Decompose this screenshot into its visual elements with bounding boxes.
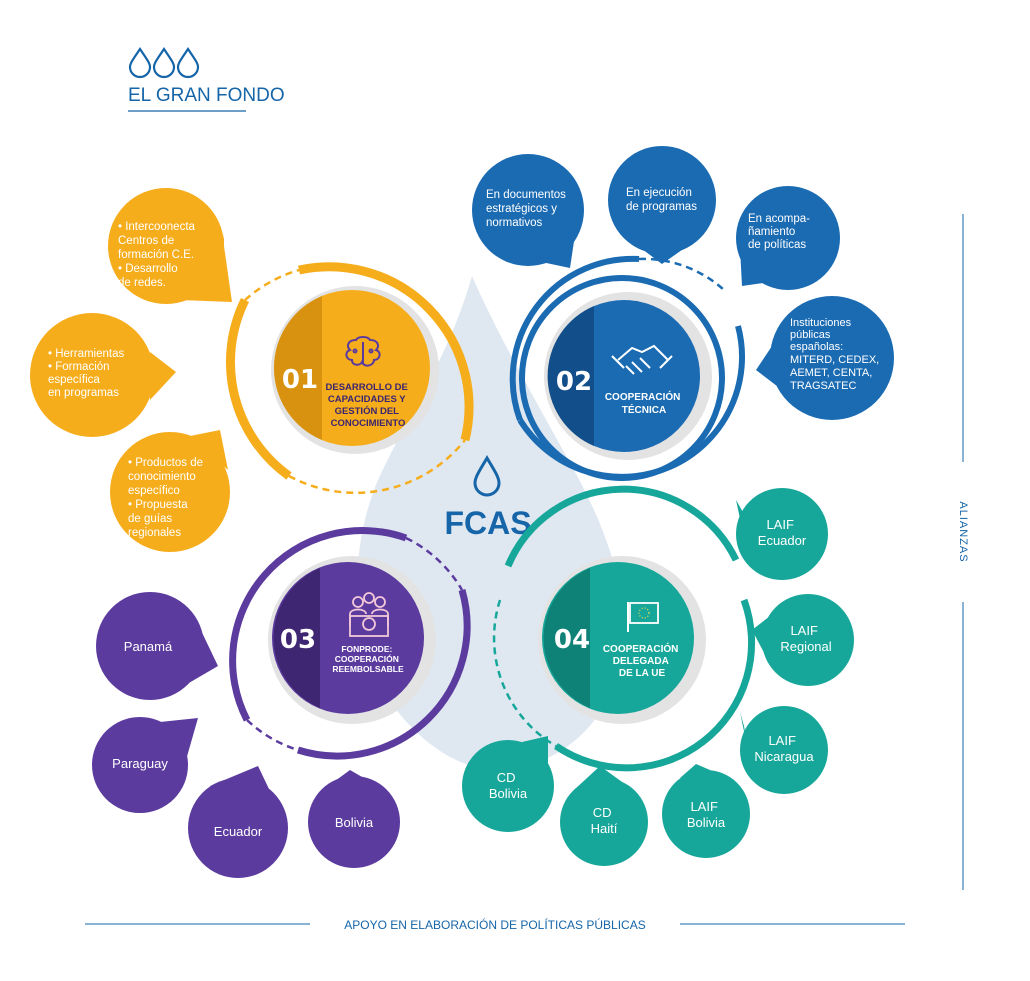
people-euro-icon: [349, 592, 389, 637]
footer-label: APOYO EN ELABORACIÓN DE POLÍTICAS PÚBLIC…: [344, 917, 645, 932]
teal-drop-1: LAIF Ecuador: [736, 488, 828, 580]
purple-drop-2: Paraguay: [92, 717, 198, 813]
pillar-04: 04 COOPERACIÓN DELEGADA DE LA UE: [492, 485, 756, 772]
svg-text:• Intercoonecta Centro: • Intercoonecta Centros de formación C.E…: [118, 221, 198, 289]
orange-drop-3: • Productos de conocimiento específico •…: [110, 430, 230, 552]
orange-drop-1: • Intercoonecta Centros de formación C.E…: [107, 188, 232, 304]
pillar-03-number: 03: [280, 625, 316, 655]
pillar-03: 03 FONPRODE: COOPERACIÓN REEMBOLSABLE: [229, 527, 471, 760]
svg-text:Instituciones públicas: Instituciones públicas españolas: MITERD…: [790, 317, 882, 392]
header-title: EL GRAN FONDO: [128, 85, 285, 106]
pillar-04-ring-dashed: [492, 599, 557, 748]
pillar-02-inner-ring: [519, 275, 725, 481]
pillar-01-ring-dashed-2: [288, 439, 466, 495]
brain-circuit-icon: [345, 336, 381, 367]
pillar-01-number: 01: [282, 365, 318, 395]
svg-text:LAIF Nicaragua: LAIF Nicaragua: [754, 733, 814, 764]
svg-text:En ejecución de programa: En ejecución de programas: [626, 187, 697, 213]
pillar-04-disc-shade: [543, 568, 590, 708]
pillar-03-ring-dashed-2: [246, 719, 299, 752]
teal-drop-5: CD Haití: [560, 766, 648, 866]
blue-drop-2: En ejecución de programas: [608, 146, 716, 264]
pillar-02-label: COOPERACIÓN TÉCNICA: [605, 390, 683, 416]
pillar-02: 02 COOPERACIÓN TÉCNICA: [509, 255, 745, 481]
svg-text:CD Bolivia: CD Bolivia: [489, 770, 528, 801]
svg-text:Paraguay: Paraguay: [112, 756, 168, 771]
side-label: ALIANZAS: [957, 501, 969, 562]
pillar-04-ring-solid: [504, 485, 740, 568]
svg-text:Panamá: Panamá: [124, 639, 173, 654]
svg-text:En acompa- ñamiento: En acompa- ñamiento de políticas: [748, 213, 813, 251]
svg-text:LAIF Bolivia: LAIF Bolivia: [687, 799, 726, 830]
pillar-04-ring-solid-2: [554, 598, 756, 772]
blue-drop-1: En documentos estratégicos y normativos: [472, 154, 584, 268]
eu-flag-icon: [627, 602, 659, 632]
pillar-01-label: DESARROLLO DE CAPACIDADES Y GESTIÓN DEL …: [326, 382, 411, 429]
teal-drop-2: LAIF Regional: [752, 594, 854, 686]
svg-text:• Herramientas • Formaci: • Herramientas • Formación específica en…: [48, 348, 127, 399]
svg-text:Bolivia: Bolivia: [335, 815, 374, 830]
svg-text:Ecuador: Ecuador: [214, 824, 263, 839]
blue-drop-3: En acompa- ñamiento de políticas: [736, 186, 840, 290]
pillar-02-disc-shade: [547, 306, 594, 446]
pillar-03-label: FONPRODE: COOPERACIÓN REEMBOLSABLE: [332, 644, 404, 674]
pillar-02-number: 02: [556, 367, 592, 397]
svg-text:LAIF Ecuador: LAIF Ecuador: [758, 517, 807, 548]
pillar-01-disc-shade: [274, 296, 322, 440]
pillar-01-ring-dashed: [244, 268, 300, 301]
teal-drop-3: LAIF Nicaragua: [740, 706, 828, 794]
water-drop-icon: [473, 455, 501, 497]
purple-drop-1: Panamá: [96, 592, 218, 700]
purple-drop-4: Bolivia: [308, 770, 400, 868]
svg-text:CD Haití: CD Haití: [591, 805, 618, 836]
svg-text:LAIF Regional: LAIF Regional: [780, 623, 831, 654]
pillar-03-ring-solid: [229, 527, 408, 722]
svg-text:En documentos estratégic: En documentos estratégicos y normativos: [486, 189, 569, 229]
pillar-04-number: 04: [554, 625, 590, 655]
teal-drop-6: CD Bolivia: [462, 736, 554, 832]
teal-drop-4: LAIF Bolivia: [662, 764, 750, 858]
blue-drop-4: Instituciones públicas españolas: MITERD…: [756, 296, 894, 420]
svg-text:• Productos de conocim: • Productos de conocimiento específico •…: [128, 457, 206, 539]
handshake-icon: [611, 344, 673, 375]
pillar-03-ring-dashed: [405, 536, 464, 591]
three-drops-icon: [128, 47, 200, 79]
orange-drop-2: • Herramientas • Formación específica en…: [30, 313, 176, 437]
center-logo-text: FCAS: [444, 505, 531, 541]
pillar-02-ring-solid: [509, 255, 640, 422]
pillar-01-ring-solid-2: [225, 298, 292, 480]
pillar-04-label: COOPERACIÓN DELEGADA DE LA UE: [603, 642, 681, 679]
pillar-01: 01 DESARROLLO DE CAPACIDADES Y GESTIÓN D…: [225, 262, 474, 495]
purple-drop-3: Ecuador: [188, 766, 288, 878]
pillar-03-disc-shade: [273, 568, 320, 708]
pillar-01-ring-solid: [298, 262, 474, 442]
pillar-03-ring-solid-2: [296, 589, 471, 760]
